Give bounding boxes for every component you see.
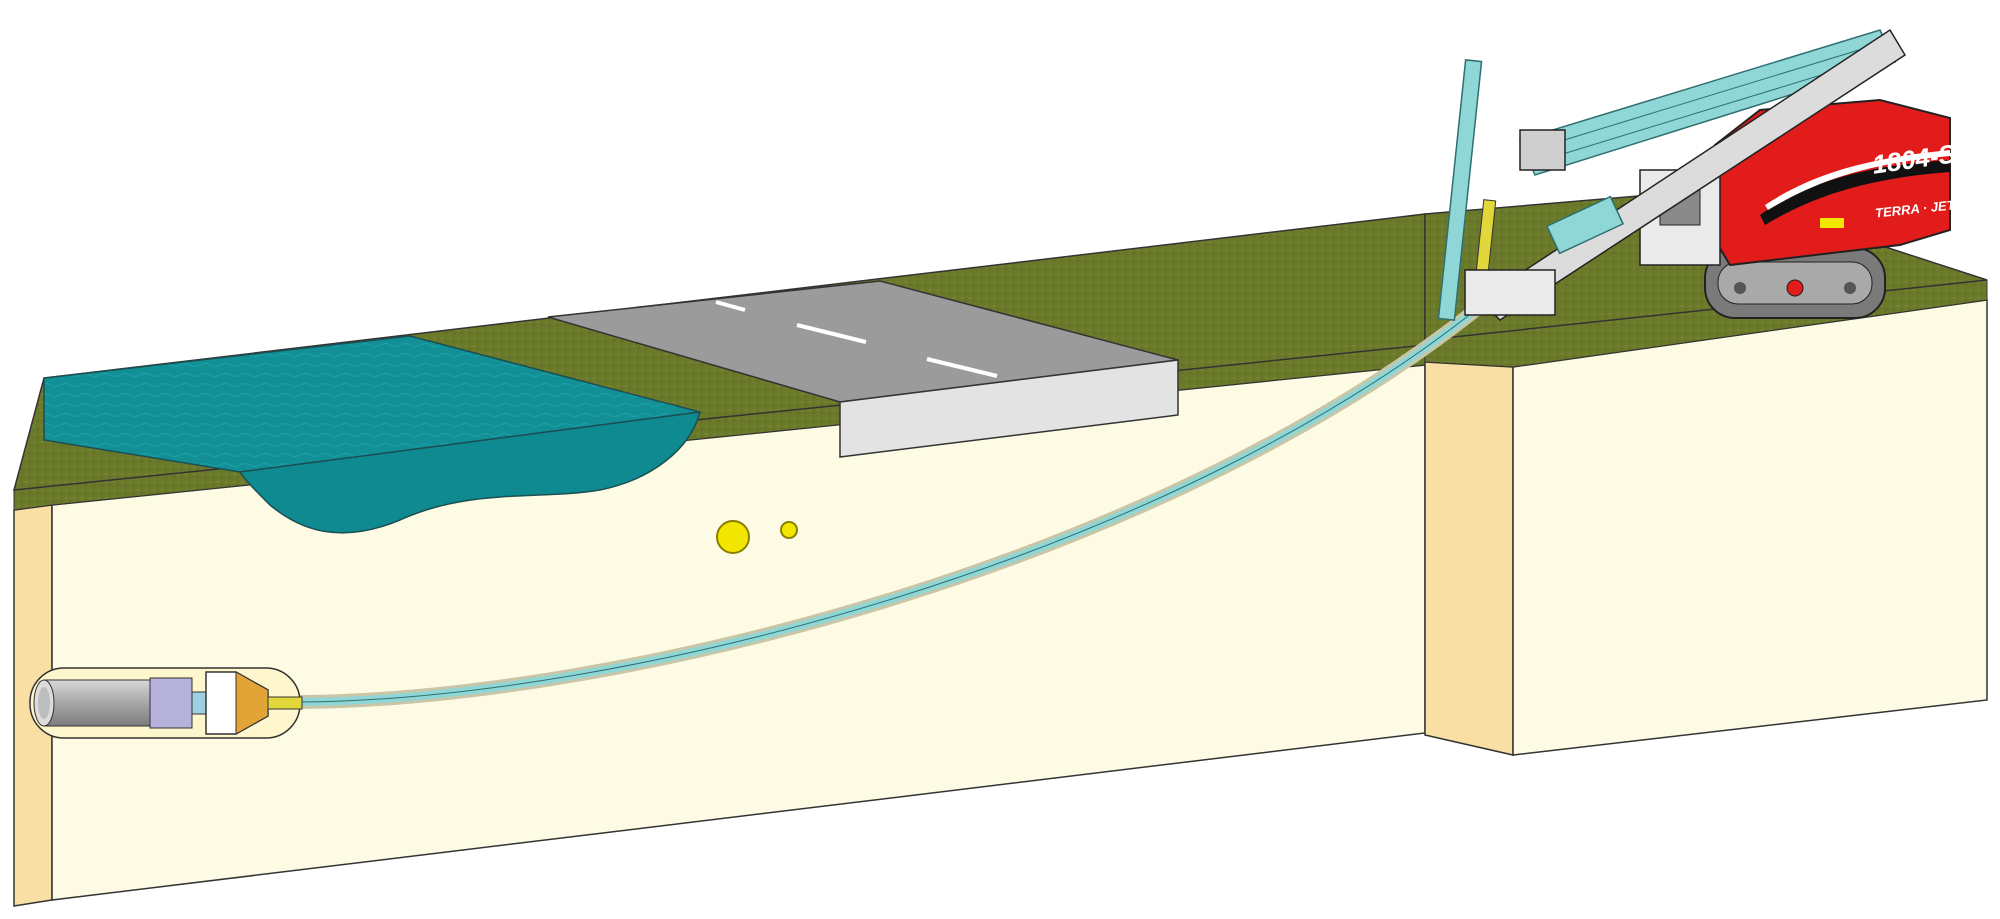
stake-down-column [1437, 59, 1483, 321]
product-pipe [43, 679, 155, 727]
warning-decal [1820, 218, 1844, 228]
drill-rig: 1804-S TERRA · JET [1437, 28, 1958, 321]
track-wheel [1844, 282, 1856, 294]
track-wheel [1734, 282, 1746, 294]
front-plate [1464, 269, 1556, 316]
road-marking [926, 357, 998, 378]
swivel [191, 691, 207, 715]
reamer-cone [235, 671, 269, 735]
bore-path [299, 284, 1505, 709]
road-cut-face [839, 359, 1179, 458]
road-marking [796, 323, 867, 344]
soil-side-face [1424, 361, 1514, 756]
reamer-shaft [267, 696, 303, 710]
vise [1545, 195, 1625, 255]
water-body [43, 335, 702, 534]
body-stripe-white [1765, 150, 1950, 210]
body-stripe [1760, 160, 1950, 225]
product-pipe-bore [38, 687, 50, 719]
drill-string-edge [299, 289, 1501, 703]
road [547, 280, 1179, 458]
existing-utility-small [780, 521, 798, 539]
soil-front-face [1512, 299, 1988, 756]
pullback-assembly [29, 667, 303, 739]
road-marking [715, 300, 746, 312]
existing-utility-large [716, 520, 750, 554]
rod-rack-detail [1524, 41, 1886, 153]
control-box [1519, 129, 1566, 171]
water-cross-section [238, 411, 702, 534]
pulling-head [149, 677, 193, 729]
right-earth-block [1424, 189, 1988, 756]
track-wheel [1786, 279, 1804, 297]
